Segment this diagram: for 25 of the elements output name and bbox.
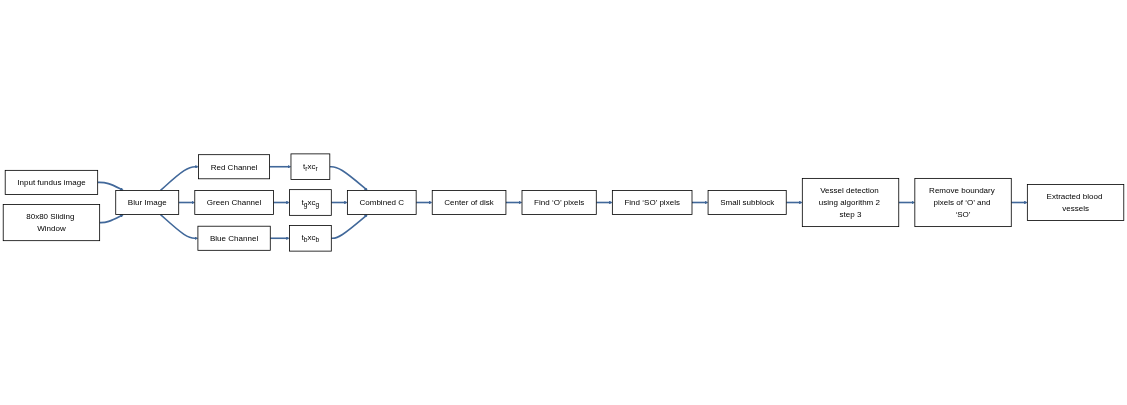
node-box: Find ‘SO’ pixels xyxy=(611,190,693,215)
node-box: Input fundus image xyxy=(4,169,99,195)
arrow xyxy=(159,164,199,192)
node-box: Green Channel xyxy=(194,190,274,215)
node-box: Remove boundary pixels of ‘O’ and ‘SO’ xyxy=(914,178,1012,227)
node-box: Extracted blood vessels xyxy=(1026,184,1125,221)
arrow xyxy=(96,181,124,191)
node-box: Combined C xyxy=(347,190,417,215)
node-box: Vessel detection using algorithm 2 step 3 xyxy=(801,178,900,227)
node-box: t$_{g}$xc$_{g}$ xyxy=(289,189,332,216)
node-box: Find ‘O’ pixels xyxy=(521,190,597,215)
node-box: t$_{r}$xc$_{r}$ xyxy=(290,153,331,180)
arrow xyxy=(268,164,292,169)
node-box: Red Channel xyxy=(198,154,270,180)
node-box: Center of disk xyxy=(431,190,507,215)
arrow xyxy=(330,214,368,240)
node-box: 80x80 Sliding Window xyxy=(2,204,101,242)
node-box: Small subblock xyxy=(707,190,787,215)
arrow xyxy=(159,213,199,241)
node-box: Blue Channel xyxy=(197,225,271,251)
arrow xyxy=(98,214,124,224)
node-box: Blur Image xyxy=(115,190,180,215)
arrow xyxy=(269,236,290,241)
node-box: t$_{b}$xc$_{b}$ xyxy=(289,225,332,252)
arrow xyxy=(329,165,368,191)
